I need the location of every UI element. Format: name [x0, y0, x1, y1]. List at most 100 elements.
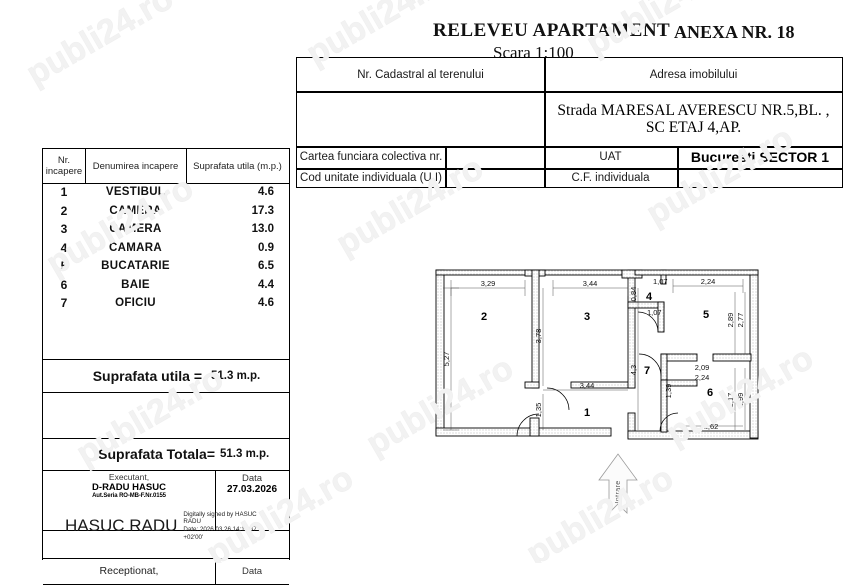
dim-room7-height: 4,3 — [629, 365, 638, 375]
table-divider — [186, 149, 187, 183]
annex-number: ANEXA NR. 18 — [674, 22, 795, 42]
col-header-nr: Nr. incapere — [43, 149, 85, 183]
col-header-area: Suprafata utila (m.p.) — [193, 160, 282, 172]
title-area: RELEVEU APARTAMENT Scara 1:100 ANEXA NR.… — [296, 20, 845, 62]
signature-block: HASUC RADU Digitally signed by HASUC RAD… — [43, 494, 289, 558]
room-number-5: 5 — [703, 309, 709, 321]
col-header-name: Denumirea incapere — [92, 160, 179, 172]
signature-name: HASUC RADU — [65, 516, 178, 535]
dim-room3-height: 3,78 — [534, 329, 543, 344]
room-row-number: 4 — [60, 240, 68, 255]
executant-label: Executant, — [108, 472, 150, 482]
room-row-number: 6 — [60, 277, 68, 292]
dim-room6-h1: 2,17 — [726, 393, 735, 408]
executant-data-value: 27.03.2026 — [226, 484, 278, 495]
plan-doors — [516, 311, 679, 437]
dim-room2-width: 3,29 — [481, 279, 496, 288]
dim-room5-h1: 2,89 — [726, 313, 735, 328]
room-number-7: 7 — [644, 365, 650, 377]
table-divider — [544, 58, 546, 168]
uat-value: Bucuresti SECTOR 1 — [690, 149, 830, 165]
table-divider — [544, 168, 546, 187]
table-divider — [677, 146, 679, 187]
suprafata-totala-label: Suprafata Totala= — [98, 446, 215, 462]
table-divider — [215, 470, 216, 530]
executant-data-label: Data — [241, 473, 263, 484]
table-divider — [85, 149, 86, 183]
executant-name: D-RADU HASUC — [92, 482, 166, 493]
table-divider — [43, 438, 289, 439]
executant-block: Executant, D-RADU HASUC Aut.Seria RO-MB-… — [43, 470, 215, 530]
table-divider — [43, 359, 289, 360]
watermark: publi24.ro — [20, 0, 180, 93]
dim-room1-width: 3,44 — [580, 381, 595, 390]
table-divider — [43, 183, 289, 184]
plan-room-numbers: 2 3 1 4 5 6 7 — [481, 291, 713, 419]
room-row-area: 13.0 — [251, 223, 274, 236]
cf-individuala-label: C.F. individuala — [571, 171, 650, 184]
room-row-area: 6.5 — [258, 260, 274, 273]
dim-room7-small: 1,39 — [664, 384, 673, 399]
plan-dimension-lines — [443, 279, 746, 431]
executant-serial: Aut.Seria RO-MB-F.Nr.0155 — [92, 493, 166, 499]
dim-room3-width: 3,44 — [583, 279, 598, 288]
dim-room4-height: 0,84 — [629, 287, 638, 302]
address-header: Adresa imobilului — [649, 68, 738, 81]
table-divider — [297, 168, 842, 170]
entrance-label: Intrare — [615, 480, 622, 503]
table-divider — [297, 146, 842, 148]
room-row-area: 4.6 — [258, 186, 274, 199]
room-number-3: 3 — [584, 311, 590, 323]
room-row-number: 7 — [60, 296, 68, 311]
plan-walls — [435, 269, 759, 440]
dim-room6-w2: 2,24 — [695, 373, 710, 382]
table-divider — [445, 146, 447, 187]
room-row-name: CAMERA — [109, 223, 162, 236]
dim-room5-width: 2,24 — [701, 277, 716, 286]
receptionat-data-label: Data — [241, 565, 263, 577]
room-row-name: OFICIU — [115, 297, 156, 310]
header-table: Nr. Cadastral al terenului Adresa imobil… — [296, 57, 843, 188]
room-row-area: 17.3 — [251, 204, 274, 217]
floor-plan: 2 3 1 4 5 6 7 3,29 3,44 3,44 2,24 1,07 1… — [425, 258, 770, 518]
room-row-number: 3 — [60, 222, 68, 237]
cadastral-header: Nr. Cadastral al terenului — [357, 68, 484, 81]
room-row-area: 4.4 — [258, 278, 274, 291]
suprafata-totala-value: 51.3 m.p. — [220, 448, 270, 460]
suprafata-utila-value: 51.3 m.p. — [211, 369, 261, 382]
cod-ui-value[interactable] — [445, 168, 544, 187]
room-row-name: CAMERA — [109, 204, 162, 217]
col-header-nr-line2: incapere — [45, 166, 83, 177]
signature-detail: Digitally signed by HASUC RADU Date: 202… — [183, 510, 257, 541]
room-number-4: 4 — [646, 291, 653, 303]
dim-room5-h2: 2,77 — [736, 313, 745, 328]
dim-room1-height: 1,35 — [534, 403, 543, 418]
dim-room4-w1: 1,07 — [653, 277, 668, 286]
table-divider — [43, 558, 289, 559]
table-divider — [297, 91, 842, 93]
receptionat-label: Receptionat, — [99, 565, 159, 577]
uat-label: UAT — [599, 151, 622, 163]
dim-room6-h2: 1,99 — [736, 393, 745, 408]
address-line-1: Strada MARESAL AVERESCU NR.5,BL. , — [557, 101, 830, 119]
suprafata-utila-label: Suprafata utila = — [92, 367, 202, 384]
dim-room2-height: 5,27 — [442, 352, 451, 367]
room-number-6: 6 — [707, 387, 713, 399]
dim-room6-w1: 2,09 — [695, 363, 710, 372]
cf-colectiva-label: Cartea funciara colectiva nr. — [299, 151, 443, 163]
cf-colectiva-value[interactable] — [445, 146, 544, 168]
room-row-number: 5 — [60, 259, 68, 274]
room-row-name: CAMARA — [109, 241, 162, 254]
cadastral-value[interactable] — [297, 91, 544, 146]
plan-dimensions: 3,29 3,44 3,44 2,24 1,07 1,07 2,09 2,24 … — [442, 277, 745, 431]
room-row-area: 0.9 — [258, 241, 274, 254]
cf-individuala-value[interactable] — [677, 168, 843, 187]
executant-data-block: Data 27.03.2026 — [215, 470, 289, 530]
room-row-area: 4.6 — [258, 297, 274, 310]
dim-room4-w2: 1,07 — [647, 308, 662, 317]
room-row-name: BUCATARIE — [101, 260, 170, 273]
address-value: Strada MARESAL AVERESCU NR.5,BL. , SC ET… — [544, 91, 843, 146]
document-title: RELEVEU APARTAMENT — [433, 20, 671, 41]
cod-ui-label: Cod unitate individuala (U.I) — [300, 171, 442, 184]
room-number-2: 2 — [481, 311, 487, 323]
